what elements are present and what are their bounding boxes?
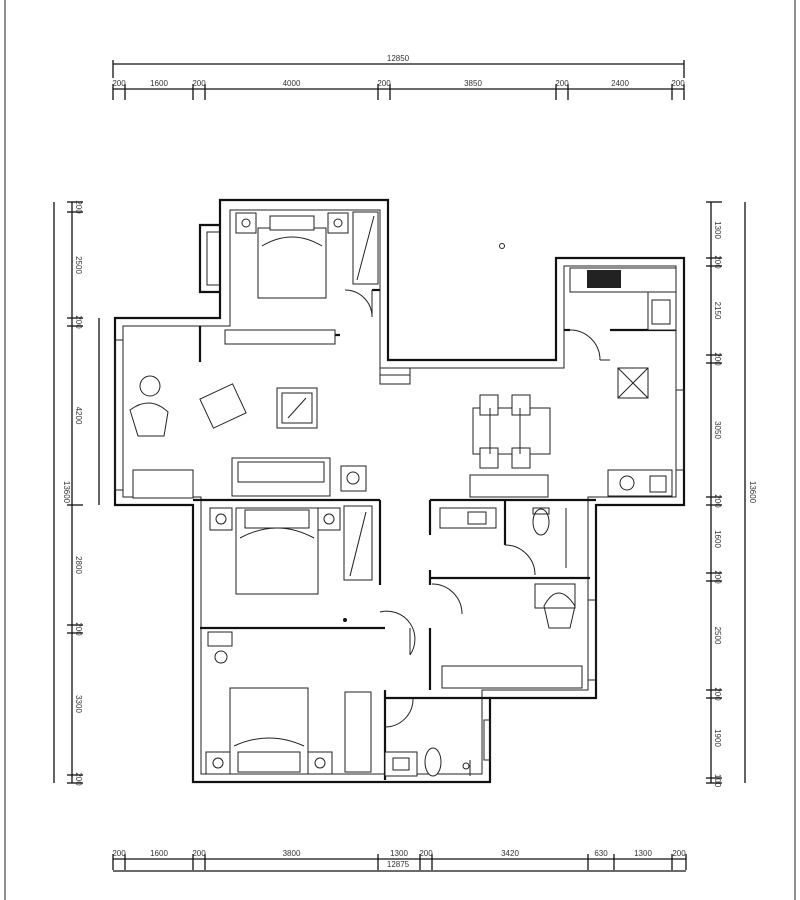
dimension-label: 200 bbox=[713, 494, 722, 508]
dimension-label: 3050 bbox=[713, 421, 722, 439]
dimension-label: 2500 bbox=[713, 627, 722, 645]
top-dimension-chain: 12850 200 1600 200 4000 200 3850 200 2400 200 bbox=[112, 54, 685, 100]
dimension-label: 1300 bbox=[390, 849, 408, 858]
dimension-label: 200 bbox=[713, 352, 722, 366]
dimension-label: 3800 bbox=[283, 849, 301, 858]
dimension-label: 200 bbox=[671, 79, 685, 88]
dimension-label: 200 bbox=[419, 849, 433, 858]
dimension-label: 4000 bbox=[283, 79, 301, 88]
left-dimension-chain: 13600 200 2500 200 4200 2800 200 3300 200 bbox=[53, 200, 100, 786]
bay-window bbox=[198, 223, 220, 294]
dimension-label: 2150 bbox=[713, 302, 722, 320]
bay-window-inner bbox=[206, 231, 220, 286]
dimension-label: 1600 bbox=[713, 530, 722, 548]
bottom-dimension-chain: 12875 200 1600 200 3800 1300 200 3420 630 1300 20… bbox=[112, 849, 687, 872]
dimension-label: 200 bbox=[555, 79, 569, 88]
dimension-label: 2800 bbox=[74, 556, 83, 574]
bathroom-fixtures bbox=[384, 507, 583, 777]
dimension-label: 200 bbox=[713, 255, 722, 269]
dimension-label: 200 bbox=[713, 570, 722, 584]
bedroom-1-desk bbox=[224, 329, 336, 345]
bedroom-1-bed bbox=[235, 212, 349, 299]
dimension-label: 200 bbox=[74, 200, 83, 214]
dimension-label: 200 bbox=[74, 622, 83, 636]
dimension-label: 2500 bbox=[74, 256, 83, 274]
kitchen-fixtures bbox=[569, 267, 677, 497]
windows bbox=[114, 339, 685, 681]
top-total-label: 12850 bbox=[387, 54, 410, 63]
right-dimension-chain: 13600 1300 200 2150 200 3050 200 1600 200 2500 20… bbox=[706, 201, 757, 788]
dining-table bbox=[469, 243, 551, 498]
dimension-label: 200 bbox=[74, 772, 83, 786]
dimension-label: 200 bbox=[672, 849, 686, 858]
dimension-label: 4200 bbox=[74, 407, 83, 425]
dimension-label: 1300 bbox=[713, 221, 722, 239]
dimension-label: 630 bbox=[594, 849, 608, 858]
dimension-label: 200 bbox=[192, 79, 206, 88]
dimension-label: 2400 bbox=[611, 79, 629, 88]
dimension-label: 1900 bbox=[713, 729, 722, 747]
dimension-label: 3300 bbox=[74, 695, 83, 713]
bedroom-2-bed bbox=[209, 505, 373, 595]
exterior-wall-inner bbox=[122, 209, 677, 775]
dimension-label: 200 bbox=[713, 687, 722, 701]
left-total-label: 13600 bbox=[62, 481, 71, 504]
dimension-label: 200 bbox=[192, 849, 206, 858]
dimension-label: 200 bbox=[112, 79, 126, 88]
dimension-label: 1600 bbox=[150, 79, 168, 88]
doors bbox=[343, 289, 610, 728]
dimension-label: 200 bbox=[112, 849, 126, 858]
dimension-label: 100 bbox=[713, 774, 722, 788]
living-room-furniture bbox=[129, 375, 367, 499]
dimension-label: 1600 bbox=[150, 849, 168, 858]
dimension-label: 200 bbox=[74, 315, 83, 329]
bedroom-3-bed bbox=[205, 631, 372, 775]
bottom-total-label: 12875 bbox=[387, 860, 410, 869]
dimension-label: 3420 bbox=[501, 849, 519, 858]
dimension-label: 200 bbox=[377, 79, 391, 88]
dimension-label: 1300 bbox=[634, 849, 652, 858]
right-total-label: 13600 bbox=[748, 481, 757, 504]
dimension-label: 3850 bbox=[464, 79, 482, 88]
